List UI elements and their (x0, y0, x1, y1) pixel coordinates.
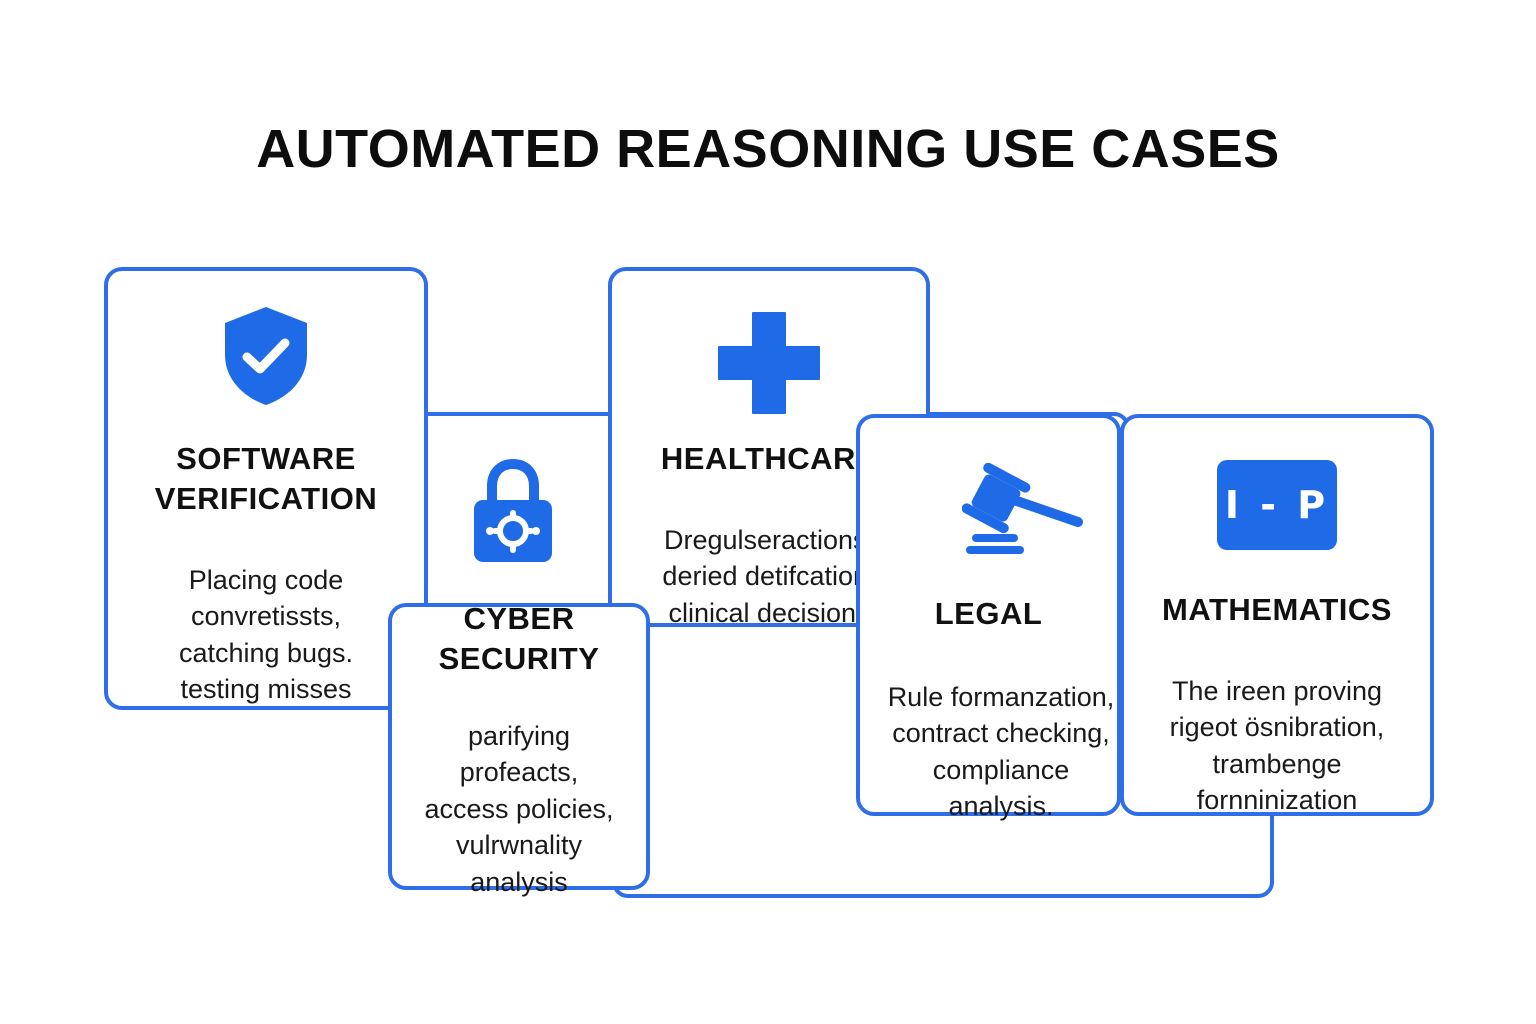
medical-cross-icon (612, 311, 926, 415)
card-description: The ireen proving rigeot ösnibration, tr… (1124, 636, 1430, 855)
card-software-verification: SOFTWARE VERIFICATION Placing code convr… (104, 267, 428, 710)
card-description-text: Rule formanzation, contract checking, co… (887, 681, 1115, 822)
card-description: Dregulseractions. deried detifcation, cl… (612, 485, 926, 668)
card-heading-text: HEALTHCARE (660, 441, 878, 476)
card-mathematics: I - P MATHEMATICS The ireen proving rige… (1120, 414, 1434, 816)
padlock-icon (468, 458, 558, 566)
math-badge-label: I - P (1217, 460, 1337, 550)
card-heading-text: CYBER SECURITY (438, 601, 600, 676)
page-title: AUTOMATED REASONING USE CASES (256, 119, 1280, 179)
card-description-text: Dregulseractions. deried detifcation, cl… (662, 524, 876, 628)
gavel-icon (961, 456, 1086, 556)
card-description: Rule formanzation, contract checking, co… (866, 642, 1136, 861)
card-heading-text: LEGAL (934, 596, 1043, 631)
shield-check-icon (108, 305, 424, 407)
card-description: parifying profeacts, access policies, vu… (392, 681, 646, 937)
card-heading: MATHEMATICS (1124, 590, 1430, 630)
card-description-text: The ireen proving rigeot ösnibration, tr… (1169, 675, 1385, 816)
card-heading: CYBER SECURITY (392, 599, 646, 679)
card-description-text: Placing code convretissts, catching bugs… (178, 564, 354, 705)
card-cyber-security: CYBER SECURITY parifying profeacts, acce… (388, 601, 650, 897)
card-heading-text: SOFTWARE VERIFICATION (154, 441, 378, 516)
card-heading-text: MATHEMATICS (1162, 592, 1392, 627)
card-heading: HEALTHCARE (612, 439, 926, 479)
card-description: Placing code convretissts, catching bugs… (108, 525, 424, 744)
card-heading: LEGAL (860, 594, 1117, 634)
math-badge-icon: I - P (1124, 460, 1430, 550)
card-legal: LEGAL Rule formanzation, contract checki… (856, 414, 1121, 821)
card-heading: SOFTWARE VERIFICATION (108, 439, 424, 519)
card-description-text: parifying profeacts, access policies, vu… (424, 720, 614, 897)
